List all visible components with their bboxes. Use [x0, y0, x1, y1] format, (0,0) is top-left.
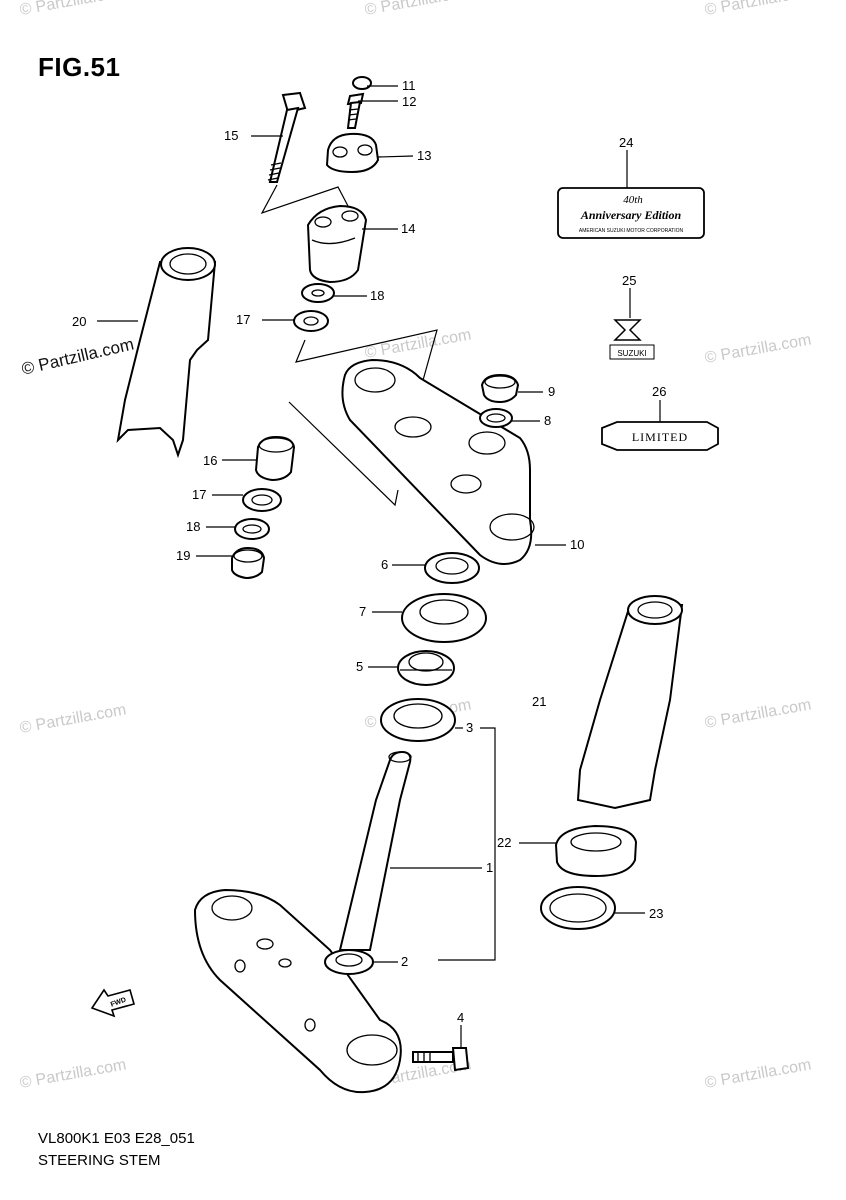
callout-16: 16 — [203, 453, 217, 468]
callout-18: 18 — [370, 288, 384, 303]
part-17-washer-lower — [242, 488, 282, 512]
callout-20: 20 — [72, 314, 86, 329]
callout-7: 7 — [359, 604, 366, 619]
callout-26: 26 — [652, 384, 666, 399]
limited-text: LIMITED — [632, 430, 688, 444]
callout-11: 11 — [402, 78, 416, 93]
callout-25: 25 — [622, 273, 636, 288]
callout-4: 4 — [457, 1010, 464, 1025]
badge-main-text: Anniversary Edition — [580, 208, 682, 222]
part-1-steering-stem — [338, 750, 412, 951]
callout-14: 14 — [401, 221, 415, 236]
figure-title: FIG.51 — [38, 52, 121, 82]
callout-2: 2 — [401, 954, 408, 969]
callout-24: 24 — [619, 135, 633, 150]
part-26-limited-emblem: LIMITED — [601, 421, 719, 451]
part-2-seal — [324, 949, 374, 975]
part-15-bolt — [267, 91, 307, 183]
callout-17: 17 — [236, 312, 250, 327]
callout-6: 6 — [381, 557, 388, 572]
badge-top-text: 40th — [623, 194, 643, 206]
callout-18: 18 — [186, 519, 200, 534]
part-18-washer-lower — [234, 518, 270, 540]
part-4-bolt — [412, 1047, 470, 1072]
callout-9: 9 — [548, 384, 555, 399]
part-14-holder — [306, 204, 368, 284]
part-18-washer — [301, 283, 335, 303]
badge-small-text: AMERICAN SUZUKI MOTOR CORPORATION — [579, 228, 684, 234]
part-22-nut — [554, 824, 638, 878]
part-8-washer — [479, 408, 513, 428]
part-20-fork-cover — [116, 247, 217, 459]
lower-bracket — [193, 888, 402, 1094]
callout-19: 19 — [176, 548, 190, 563]
callout-5: 5 — [356, 659, 363, 674]
part-23-washer — [540, 886, 616, 930]
callout-12: 12 — [402, 94, 416, 109]
callout-22: 22 — [497, 835, 511, 850]
callout-1: 1 — [486, 860, 493, 875]
callout-21: 21 — [532, 694, 546, 709]
part-13-clamp — [325, 132, 380, 174]
part-17-washer — [293, 310, 329, 332]
part-5-bearing — [397, 650, 455, 686]
part-11-cap — [352, 76, 372, 90]
callout-3: 3 — [466, 720, 473, 735]
fwd-arrow-icon: FWD — [90, 988, 135, 1018]
figure-name: STEERING STEM — [38, 1152, 161, 1169]
part-9-nut — [480, 373, 520, 404]
part-21-fork-cover — [576, 595, 684, 810]
part-12-bolt — [346, 92, 365, 129]
callout-13: 13 — [417, 148, 431, 163]
part-25-suzuki-emblem: SUZUKI — [609, 319, 655, 360]
figure-code: VL800K1 E03 E28_051 — [38, 1130, 195, 1147]
part-6-nut — [424, 552, 480, 584]
part-24-emblem: 40th Anniversary Edition AMERICAN SUZUKI… — [557, 187, 705, 239]
callout-17: 17 — [192, 487, 206, 502]
part-19-nut — [231, 546, 266, 580]
suzuki-text: SUZUKI — [617, 349, 646, 358]
callout-8: 8 — [544, 413, 551, 428]
callout-15: 15 — [224, 128, 238, 143]
part-3-bearing — [380, 698, 456, 742]
callout-10: 10 — [570, 537, 584, 552]
part-10-upper-bracket — [341, 358, 535, 565]
part-16-bushing — [254, 435, 296, 482]
part-7-seal — [401, 593, 487, 643]
callout-23: 23 — [649, 906, 663, 921]
